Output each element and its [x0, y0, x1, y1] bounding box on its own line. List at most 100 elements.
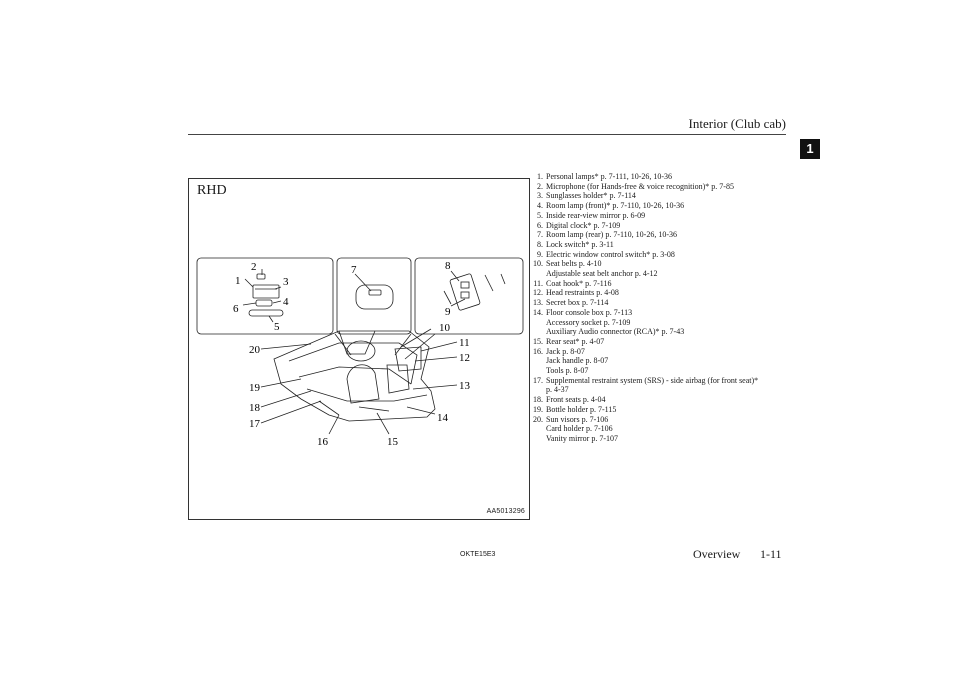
component-list: 1.Personal lamps* p. 7-111, 10-26, 10-36… [530, 172, 800, 444]
list-item-text: Floor console box p. 7-113 [546, 307, 633, 317]
list-item-text: Microphone (for Hands-free & voice recog… [546, 181, 734, 191]
list-item: 8.Lock switch* p. 3-11 [530, 240, 800, 250]
list-subitem: Jack handle p. 8-07 [546, 356, 609, 366]
list-item-number: 18. [533, 395, 543, 405]
list-item: 13.Secret box p. 7-114 [530, 298, 800, 308]
callout-8: 8 [445, 260, 451, 272]
callout-13: 13 [459, 380, 471, 392]
list-item-number: 2. [537, 181, 543, 191]
list-item: 6.Digital clock* p. 7-109 [530, 221, 800, 231]
list-item-text: Rear seat* p. 4-07 [546, 336, 605, 346]
callout-18: 18 [249, 402, 261, 414]
callout-17: 17 [249, 418, 261, 430]
callout-3: 3 [283, 276, 289, 288]
list-subitem: Tools p. 8-07 [546, 366, 589, 376]
list-item: 12.Head restraints p. 4-08 [530, 288, 800, 298]
list-item-text: Seat belts p. 4-10 [546, 259, 602, 269]
list-item-text: Coat hook* p. 7-116 [546, 278, 612, 288]
callout-4: 4 [283, 296, 289, 308]
list-item: 10.Seat belts p. 4-10 [530, 259, 800, 269]
inset-overhead-console [196, 257, 334, 335]
list-item-number: 7. [537, 230, 543, 240]
callout-19: 19 [249, 382, 261, 394]
list-item: 5.Inside rear-view mirror p. 6-09 [530, 211, 800, 221]
inset-door-switches [414, 257, 524, 335]
list-item-number: 13. [533, 298, 543, 308]
list-item-text: Sun visors p. 7-106 [546, 414, 609, 424]
figure-label-rhd: RHD [197, 183, 227, 198]
list-item-text: Sunglasses holder* p. 7-114 [546, 191, 636, 201]
list-item: 15.Rear seat* p. 4-07 [530, 337, 800, 347]
list-item: 4.Room lamp (front)* p. 7-110, 10-26, 10… [530, 201, 800, 211]
list-item: 9.Electric window control switch* p. 3-0… [530, 250, 800, 260]
list-item-text: Room lamp (rear) p. 7-110, 10-26, 10-36 [546, 230, 678, 240]
callout-16: 16 [317, 436, 329, 448]
section-tab: 1 [800, 139, 820, 159]
list-item-number: 14. [533, 307, 543, 317]
list-item: 11.Coat hook* p. 7-116 [530, 279, 800, 289]
list-item-number: 10. [533, 259, 543, 269]
list-item-text: Inside rear-view mirror p. 6-09 [546, 210, 646, 220]
callout-14: 14 [437, 412, 449, 424]
list-item-number: 16. [533, 346, 543, 356]
list-item-number: 9. [537, 249, 543, 259]
list-item: 19.Bottle holder p. 7-115 [530, 405, 800, 415]
inset-rear-room-lamp [336, 257, 412, 335]
callout-12: 12 [459, 352, 470, 364]
list-item-number: 17. [533, 375, 543, 385]
list-item-number: 12. [533, 288, 543, 298]
list-item-number: 3. [537, 191, 543, 201]
callout-2: 2 [251, 261, 257, 273]
footer-section-name: Overview [693, 547, 741, 561]
list-item: 18.Front seats p. 4-04 [530, 395, 800, 405]
list-subitem: Adjustable seat belt anchor p. 4-12 [546, 269, 658, 279]
list-item-number: 5. [537, 210, 543, 220]
list-item-text: Digital clock* p. 7-109 [546, 220, 621, 230]
list-item-number: 20. [533, 414, 543, 424]
list-item-text: Supplemental restraint system (SRS) - si… [546, 375, 759, 385]
callout-1: 1 [235, 275, 241, 287]
list-item: 17.Supplemental restraint system (SRS) -… [530, 376, 800, 386]
list-item-number: 4. [537, 201, 543, 211]
list-item: 14.Floor console box p. 7-113 [530, 308, 800, 318]
list-item-number: 19. [533, 404, 543, 414]
interior-figure: 2 1 3 4 6 5 7 8 9 10 11 12 13 14 15 16 1… [188, 178, 530, 520]
list-subitem: Accessory socket p. 7-109 [546, 317, 631, 327]
list-item-text: Electric window control switch* p. 3-08 [546, 249, 675, 259]
list-subitem: Auxiliary Audio connector (RCA)* p. 7-43 [546, 327, 685, 337]
list-item-text: Jack p. 8-07 [546, 346, 585, 356]
list-item-text: Lock switch* p. 3-11 [546, 239, 614, 249]
list-item-text: Head restraints p. 4-08 [546, 288, 619, 298]
list-item: 16.Jack p. 8-07 [530, 347, 800, 357]
page-header-title: Interior (Club cab) [688, 116, 786, 131]
list-item-number: 15. [533, 336, 543, 346]
list-item: 20.Sun visors p. 7-106 [530, 415, 800, 425]
list-item: 1.Personal lamps* p. 7-111, 10-26, 10-36 [530, 172, 800, 182]
list-item: 7.Room lamp (rear) p. 7-110, 10-26, 10-3… [530, 230, 800, 240]
list-item-text: Bottle holder p. 7-115 [546, 404, 617, 414]
list-item-number: 8. [537, 239, 543, 249]
callout-9: 9 [445, 306, 451, 318]
figure-code: AA5013296 [486, 508, 525, 515]
footer-code: OKTE15E3 [460, 551, 496, 558]
list-subitem: p. 4-37 [546, 385, 569, 395]
callout-7: 7 [351, 264, 357, 276]
list-subitem: Card holder p. 7-106 [546, 424, 613, 434]
list-item-number: 11. [533, 278, 543, 288]
callout-5: 5 [274, 321, 280, 333]
header-divider [188, 134, 786, 135]
callout-11: 11 [459, 337, 470, 349]
list-subitem: Vanity mirror p. 7-107 [546, 433, 618, 443]
list-item-number: 1. [537, 172, 543, 181]
list-item-text: Personal lamps* p. 7-111, 10-26, 10-36 [546, 172, 673, 181]
callout-20: 20 [249, 344, 261, 356]
list-item-text: Secret box p. 7-114 [546, 298, 609, 308]
interior-illustration: 2 1 3 4 6 5 7 8 9 10 11 12 13 14 15 16 1… [196, 257, 524, 448]
list-item-number: 6. [537, 220, 543, 230]
list-item: 2.Microphone (for Hands-free & voice rec… [530, 182, 800, 192]
callout-10: 10 [439, 322, 451, 334]
list-item: 3.Sunglasses holder* p. 7-114 [530, 191, 800, 201]
page-number: 1-11 [760, 547, 782, 561]
callout-6: 6 [233, 303, 239, 315]
callout-15: 15 [387, 436, 399, 448]
